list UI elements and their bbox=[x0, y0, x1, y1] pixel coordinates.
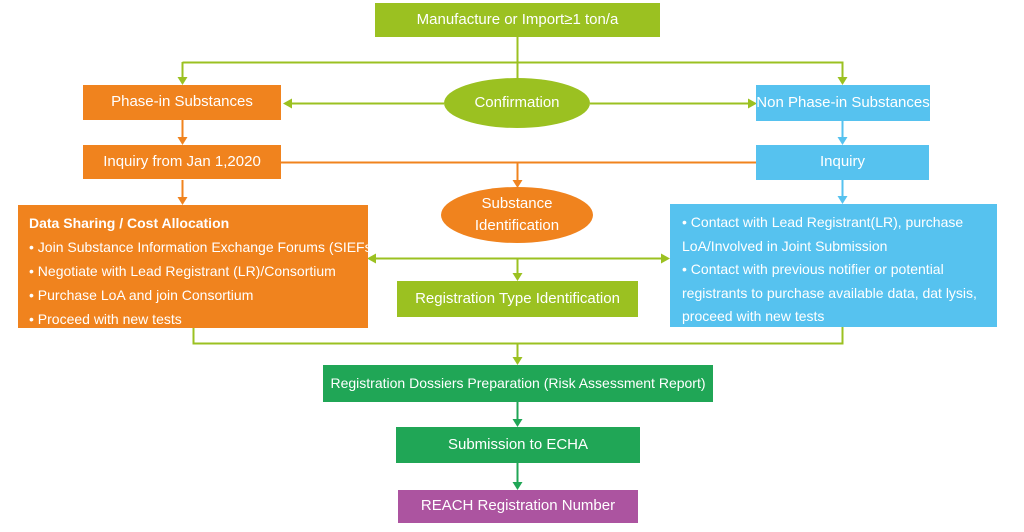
node-manufacture-import: Manufacture or Import≥1 ton/a bbox=[375, 3, 660, 37]
node-data-sharing-cost-allocation: Data Sharing / Cost Allocation • Join Su… bbox=[18, 205, 377, 328]
node-label: Registration Dossiers Preparation (Risk … bbox=[330, 374, 706, 391]
node-label: Inquiry from Jan 1,2020 bbox=[103, 152, 261, 170]
node-joint-submission-options: • Contact with Lead Registrant(LR), purc… bbox=[670, 204, 997, 327]
node-label: Phase-in Substances bbox=[111, 93, 253, 111]
node-registration-dossiers-preparation: Registration Dossiers Preparation (Risk … bbox=[323, 365, 713, 402]
node-label: Inquiry bbox=[819, 153, 866, 171]
node-confirmation: Confirmation bbox=[444, 78, 590, 128]
joint-submission-bullet: • Contact with Lead Registrant(LR), purc… bbox=[682, 214, 964, 254]
node-label: Registration Type Identification bbox=[415, 289, 620, 307]
node-submission-to-echa: Submission to ECHA bbox=[396, 427, 640, 463]
joint-submission-bullet: • Contact with previous notifier or pote… bbox=[682, 261, 977, 324]
data-sharing-bullet: • Negotiate with Lead Registrant (LR)/Co… bbox=[29, 263, 336, 279]
node-non-phase-in-substances: Non Phase-in Substances bbox=[756, 85, 930, 121]
node-inquiry: Inquiry bbox=[756, 145, 929, 180]
node-reach-registration-number: REACH Registration Number bbox=[398, 490, 638, 523]
data-sharing-bullet: • Join Substance Information Exchange Fo… bbox=[29, 239, 377, 255]
data-sharing-title: Data Sharing / Cost Allocation bbox=[29, 215, 230, 231]
node-label: REACH Registration Number bbox=[420, 497, 616, 515]
data-sharing-bullet: • Purchase LoA and join Consortium bbox=[29, 287, 254, 303]
node-label: Submission to ECHA bbox=[447, 435, 589, 453]
data-sharing-bullet: • Proceed with new tests bbox=[29, 311, 182, 327]
node-label: Manufacture or Import≥1 ton/a bbox=[416, 10, 619, 28]
node-label: Confirmation bbox=[474, 93, 560, 111]
node-label: Non Phase-in Substances bbox=[756, 93, 930, 111]
node-substance-identification: Substance Identification bbox=[441, 187, 593, 243]
node-inquiry-from-jan-2020: Inquiry from Jan 1,2020 bbox=[83, 145, 281, 179]
node-phase-in-substances: Phase-in Substances bbox=[83, 85, 281, 120]
node-label: Substance Identification bbox=[474, 195, 560, 234]
node-registration-type-identification: Registration Type Identification bbox=[397, 281, 638, 317]
